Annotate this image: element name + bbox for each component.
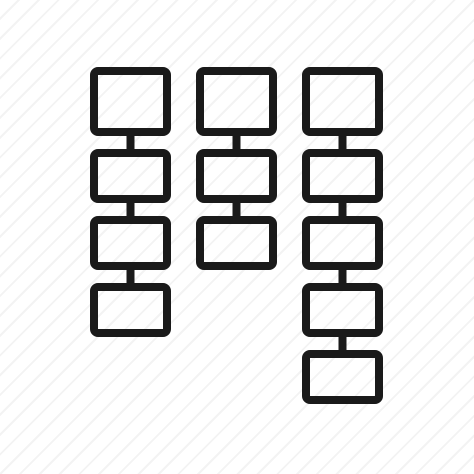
column-2: [196, 67, 277, 270]
node-box: [90, 149, 171, 203]
node-box: [90, 283, 171, 337]
node-box: [302, 283, 383, 337]
node-box: [90, 67, 171, 136]
node-box: [302, 67, 383, 136]
node-box: [196, 216, 277, 270]
node-box: [196, 67, 277, 136]
node-box: [302, 216, 383, 270]
node-box: [302, 149, 383, 203]
column-3: [302, 67, 383, 404]
node-box: [90, 216, 171, 270]
column-1: [90, 67, 171, 337]
node-box: [196, 149, 277, 203]
node-box: [302, 350, 383, 404]
